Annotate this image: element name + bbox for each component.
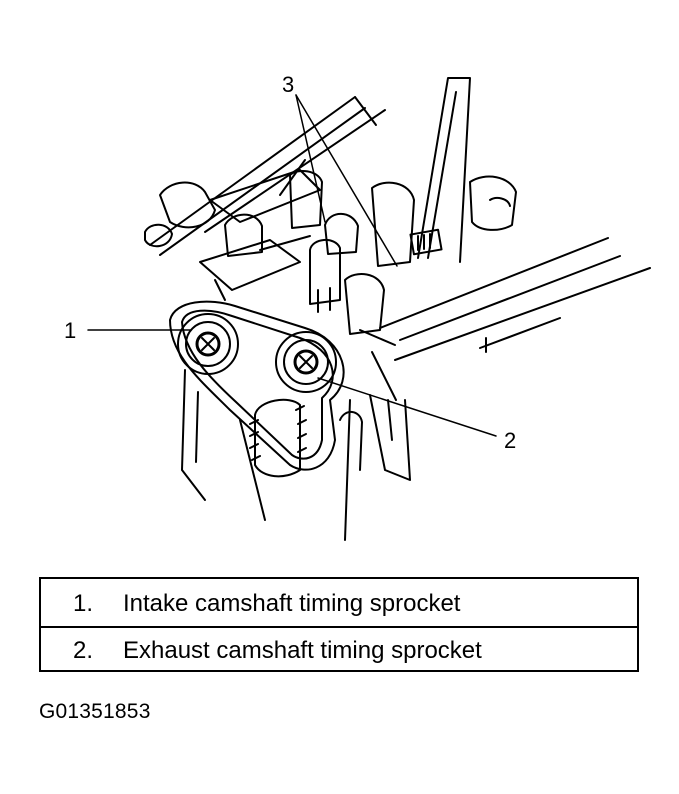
engine-diagram xyxy=(87,77,651,541)
figure-id: G01351853 xyxy=(39,700,151,723)
wrench-tool xyxy=(409,77,471,263)
callout-2: 2 xyxy=(504,428,517,453)
legend-row-exhaust: 2. Exhaust camshaft timing sprocket xyxy=(41,626,637,673)
legend-table: 1. Intake camshaft timing sprocket 2. Ex… xyxy=(39,577,639,672)
legend-text: Intake camshaft timing sprocket xyxy=(123,590,461,617)
legend-text: Exhaust camshaft timing sprocket xyxy=(123,637,482,664)
callout-3: 3 xyxy=(282,72,295,97)
leader-lines xyxy=(87,94,497,437)
engine-block xyxy=(181,329,411,541)
crank-gear xyxy=(249,398,363,478)
legend-number: 1. xyxy=(73,590,94,617)
callout-1: 1 xyxy=(64,318,77,343)
intake-sprocket xyxy=(177,313,239,375)
exhaust-sprocket xyxy=(275,331,337,393)
legend-row-intake: 1. Intake camshaft timing sprocket xyxy=(41,581,637,626)
legend-number: 2. xyxy=(73,637,94,664)
